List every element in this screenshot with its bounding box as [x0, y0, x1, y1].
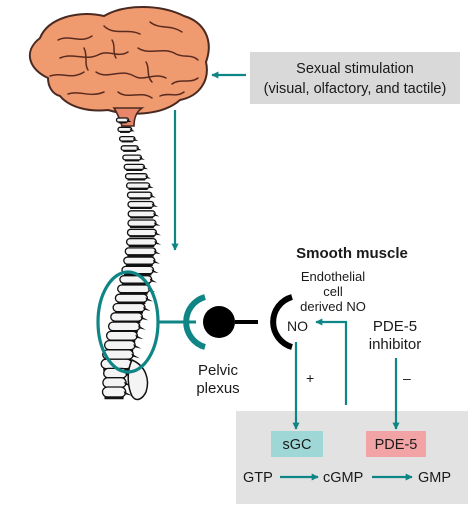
spinous-process [153, 250, 161, 255]
brain-stem [112, 107, 145, 127]
vertebra [124, 173, 148, 180]
vertebra [125, 182, 151, 189]
vertebra [110, 312, 144, 322]
spinous-process [129, 128, 135, 132]
stimulation-label-line2: (visual, olfactory, and tactile) [264, 81, 447, 97]
vertebra [126, 191, 153, 199]
spinous-process [126, 119, 132, 122]
spinous-process [151, 203, 158, 207]
spinal-column-illustration [100, 117, 162, 401]
spinous-process [140, 316, 149, 321]
pde5-box [366, 431, 426, 457]
spinous-process [136, 147, 142, 151]
pde5-inhibitor-label-line2: inhibitor [369, 336, 422, 353]
pde5-label: PDE-5 [375, 437, 418, 453]
pathway-box [236, 411, 468, 504]
vertebra [114, 293, 149, 303]
vertebra [118, 135, 136, 142]
endothelial-no-arrow [315, 318, 348, 405]
spinous-process [135, 334, 144, 340]
spinous-process [145, 175, 151, 179]
endothelial-label-line1: Endothelial [301, 269, 365, 284]
pelvic-plexus-label-line2: plexus [196, 380, 239, 397]
gtp-label: GTP [243, 470, 273, 486]
brain-lobe [28, 6, 210, 115]
pre-synaptic-cup [183, 294, 206, 350]
spinous-process [152, 259, 160, 264]
vertebra [117, 126, 133, 133]
vertebra [115, 117, 130, 123]
spinous-process [137, 325, 146, 330]
inhibition-minus-sign: – [403, 370, 411, 386]
spinous-process [151, 269, 159, 274]
spinous-process [154, 231, 161, 236]
stimulation-box [250, 52, 460, 104]
vertebra [126, 228, 158, 237]
vertebra [125, 237, 157, 246]
nerve-terminal-ball [203, 306, 235, 338]
pde5-inhibitor-label-line1: PDE-5 [373, 318, 417, 335]
brain-folds [49, 21, 199, 99]
spinous-process [154, 240, 162, 245]
vertebra [112, 302, 146, 313]
spinous-process [147, 184, 154, 189]
vertebra [123, 256, 156, 265]
pelvic-plexus-connector [158, 294, 293, 350]
spinous-process [132, 137, 139, 141]
vertebra [124, 247, 157, 256]
vertebra [103, 339, 136, 351]
spinous-process [131, 353, 140, 359]
vertebra [123, 163, 146, 171]
vertebra [102, 377, 127, 389]
spinous-process [139, 156, 145, 160]
spinous-process [149, 278, 158, 283]
gmp-label: GMP [418, 470, 451, 486]
vertebra [127, 200, 155, 209]
spinous-process [142, 165, 149, 170]
no-label: NO [287, 318, 308, 334]
stimulation-plus-sign: + [306, 370, 314, 386]
sgc-box [271, 431, 323, 457]
brain-illustration [28, 6, 210, 127]
vertebra [105, 330, 138, 341]
spinous-process [143, 306, 151, 311]
sgc-label: sGC [283, 437, 312, 453]
cgmp-label: cGMP [323, 470, 363, 486]
spinous-process [133, 344, 142, 349]
spinous-process [153, 212, 160, 217]
vertebra [101, 386, 127, 398]
spinous-process [153, 222, 161, 226]
vertebra [107, 321, 141, 332]
post-synaptic-cup [270, 294, 293, 350]
spinous-process [123, 391, 133, 396]
vertebra [117, 284, 151, 294]
pelvic-plexus-label-line1: Pelvic [198, 362, 239, 379]
stimulation-label-line1: Sexual stimulation [296, 61, 414, 77]
vertebra [120, 145, 139, 152]
vertebra [127, 210, 156, 218]
endothelial-label-line2: cell [323, 284, 343, 299]
spinous-process [149, 194, 156, 198]
smooth-muscle-heading: Smooth muscle [296, 245, 408, 262]
spinous-process [145, 297, 154, 302]
vertebra [122, 154, 143, 161]
endothelial-label-line3: derived NO [300, 299, 366, 314]
vertebra [127, 219, 157, 227]
